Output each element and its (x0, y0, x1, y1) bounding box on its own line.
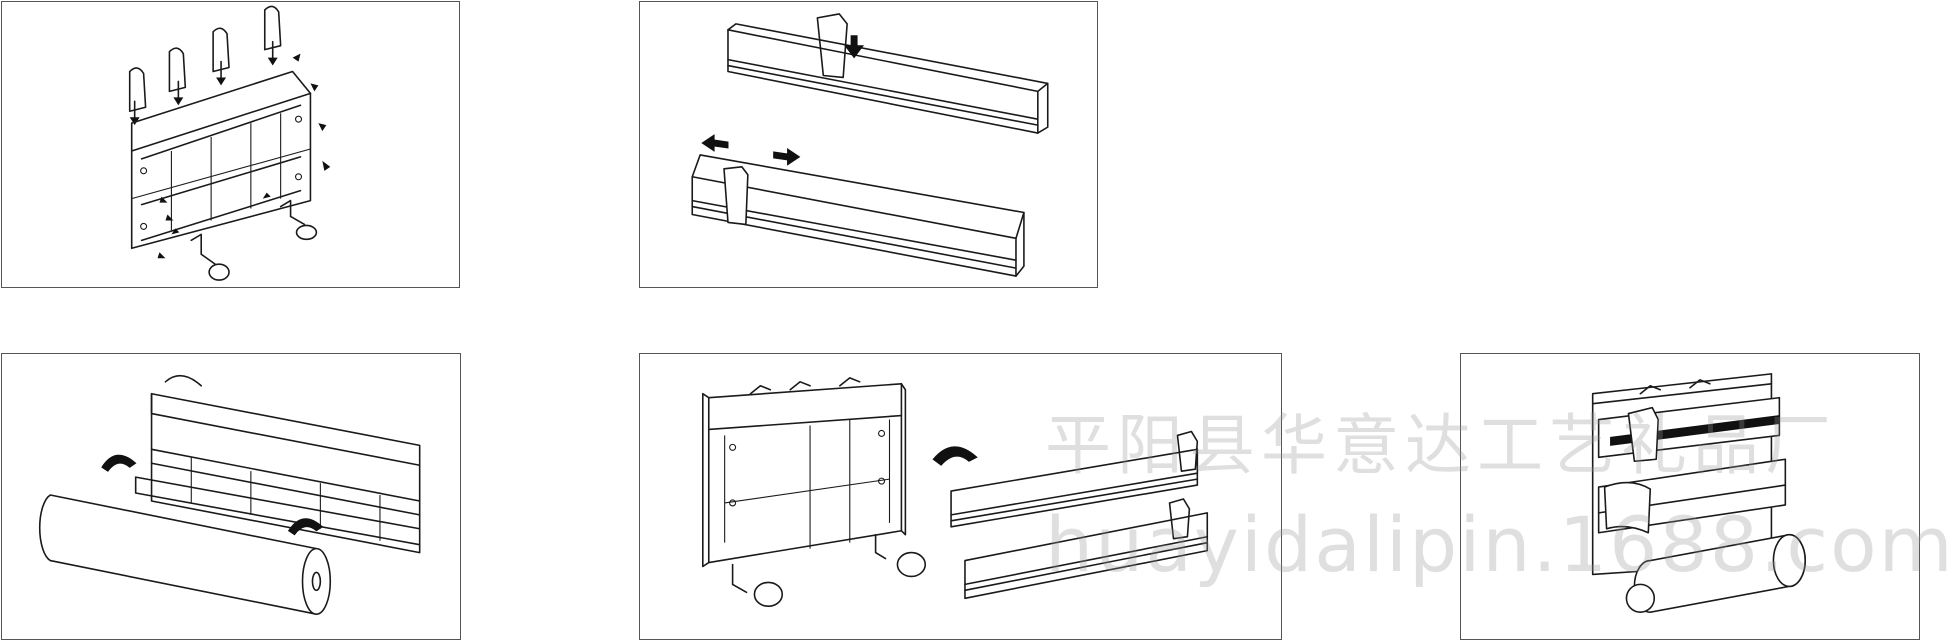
step-5-assembled-panel (1460, 353, 1920, 640)
wall-plate (130, 70, 312, 250)
step-3-load-roll-panel (1, 353, 461, 640)
wall-plate (702, 377, 907, 568)
upper-rail (950, 430, 1199, 528)
clip-tabs (128, 5, 282, 126)
step-1-mount-brackets-panel (1, 1, 460, 288)
lower-rail (964, 498, 1209, 600)
dispenser-body (134, 375, 421, 554)
bottom-roll (1625, 533, 1806, 613)
lower-rail (691, 154, 1025, 277)
hooks (190, 199, 318, 281)
upper-rail (727, 13, 1049, 134)
step-3-illustration (38, 375, 421, 615)
top-rail (1597, 396, 1781, 463)
middle-rail (1597, 458, 1787, 534)
step-5-illustration (1591, 373, 1806, 613)
step-4-hang-rails-panel (639, 353, 1282, 640)
step-2-attach-cutter-panel (639, 1, 1098, 288)
step-2-illustration (691, 13, 1049, 277)
step-4-illustration (702, 377, 1209, 608)
step-1-illustration (128, 5, 331, 281)
curl-arrows (101, 454, 324, 536)
turn-arrow (932, 446, 978, 466)
hooks (731, 533, 927, 608)
screw-arrows (157, 53, 331, 259)
paper-roll (38, 494, 332, 615)
slide-arrows (701, 134, 801, 166)
